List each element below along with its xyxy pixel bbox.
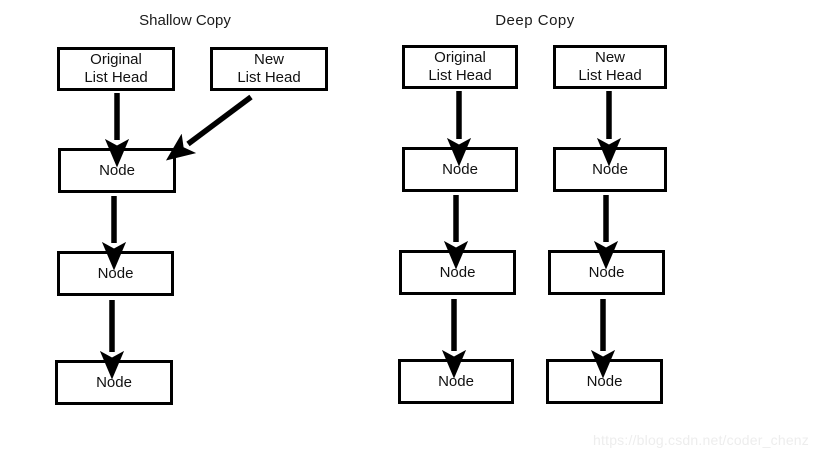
- deep-new-node-1-box: Node: [553, 147, 667, 192]
- deep-original-node-2-label: Node: [439, 263, 476, 281]
- deep-original-node-2-box: Node: [399, 250, 516, 295]
- deep-original-node-1-box: Node: [402, 147, 518, 192]
- shallow-original-list-head-box: Original List Head: [57, 47, 175, 91]
- shallow-node-1-label: Node: [99, 161, 135, 179]
- watermark: https://blog.csdn.net/coder_chenz: [593, 432, 809, 448]
- shallow-node-2-box: Node: [57, 251, 174, 296]
- shallow-node-1-box: Node: [58, 148, 176, 193]
- deep-original-node-3-box: Node: [398, 359, 514, 404]
- shallow-copy-title: Shallow Copy: [139, 12, 231, 29]
- deep-copy-title: Deep Copy: [495, 12, 575, 29]
- deep-new-list-head-label: New List Head: [578, 49, 642, 84]
- deep-original-list-head-label: Original List Head: [428, 49, 492, 84]
- deep-original-list-head-box: Original List Head: [402, 45, 518, 89]
- shallow-new-list-head-label: New List Head: [237, 51, 301, 86]
- deep-original-node-3-label: Node: [438, 372, 474, 390]
- deep-new-node-3-box: Node: [546, 359, 663, 404]
- shallow-node-3-box: Node: [55, 360, 173, 405]
- deep-original-node-1-label: Node: [442, 160, 478, 178]
- deep-new-list-head-box: New List Head: [553, 45, 667, 89]
- deep-new-node-2-label: Node: [588, 263, 625, 281]
- shallow-node-3-label: Node: [96, 373, 132, 391]
- shallow-original-list-head-label: Original List Head: [84, 51, 148, 86]
- shallow-node-2-label: Node: [97, 264, 134, 282]
- arrow-shallow-new-to-node1: [165, 94, 253, 161]
- deep-new-node-1-label: Node: [592, 160, 628, 178]
- deep-new-node-3-label: Node: [586, 372, 623, 390]
- deep-new-node-2-box: Node: [548, 250, 665, 295]
- shallow-new-list-head-box: New List Head: [210, 47, 328, 91]
